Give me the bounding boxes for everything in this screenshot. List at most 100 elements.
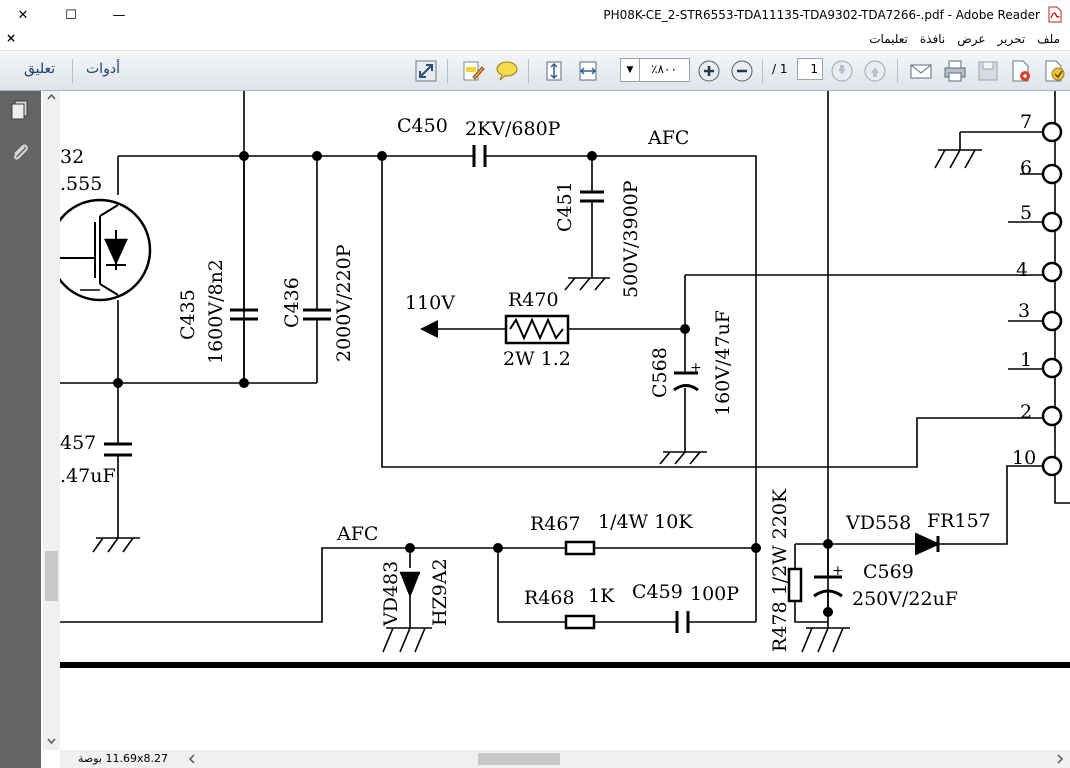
navigation-pane <box>0 91 41 768</box>
scroll-left-chevron-left-icon[interactable] <box>188 754 196 764</box>
label-r468: R468 <box>524 587 575 609</box>
scroll-down-chevron-down-icon[interactable] <box>47 737 56 745</box>
label-plus-c569: + <box>832 563 844 579</box>
border-line <box>60 662 1070 668</box>
junction-dots <box>113 151 833 617</box>
vertical-scrollbar[interactable] <box>43 91 60 750</box>
label-c569-value: 250V/22uF <box>852 588 958 610</box>
sticky-note-icon[interactable] <box>495 59 519 83</box>
label-c457-value-partial: .47uF <box>60 465 116 487</box>
label-r470-value: 2W 1.2 <box>503 348 571 370</box>
create-pdf-icon[interactable] <box>1009 59 1033 83</box>
label-r468-value: 1K <box>588 585 615 607</box>
maximize-window-button[interactable]: ☐ <box>48 0 94 30</box>
scroll-right-chevron-right-icon[interactable] <box>1056 754 1064 764</box>
pin-label-2: 2 <box>1020 401 1032 423</box>
menu-file[interactable]: ملف <box>1037 32 1060 46</box>
toolbar: تعليق أدوات <box>0 51 1070 91</box>
maximize-icon: ☐ <box>65 7 77 23</box>
label-plus-c568: + <box>690 360 702 376</box>
menu-window[interactable]: نافذة <box>919 32 946 46</box>
ground-symbols <box>92 149 982 653</box>
close-window-button[interactable]: ✕ <box>0 0 46 30</box>
save-icon[interactable] <box>976 59 1000 83</box>
pin-label-10: 10 <box>1012 447 1036 469</box>
label-c435: C435 <box>177 289 199 340</box>
sign-document-icon[interactable] <box>1042 59 1066 83</box>
arrow-left-icon <box>420 320 438 338</box>
label-c436: C436 <box>281 277 303 328</box>
fit-width-icon[interactable] <box>576 59 600 83</box>
menu-help[interactable]: تعليمات <box>869 32 908 46</box>
print-icon[interactable] <box>943 59 967 83</box>
zoom-in-icon[interactable] <box>697 59 721 83</box>
zoom-dropdown-chevron-down-icon[interactable]: ▼ <box>621 59 640 81</box>
label-vd483: VD483 <box>380 561 402 627</box>
zoom-out-icon[interactable] <box>730 59 754 83</box>
label-c451-value: 500V/3900P <box>620 180 642 298</box>
electrolytic-plates <box>673 384 843 598</box>
page-total: / 1 <box>772 62 788 76</box>
next-page-icon[interactable] <box>830 59 854 83</box>
toolbar-divider <box>762 59 763 83</box>
schematic-wires <box>60 91 1070 628</box>
title-bar: ✕ ☐ — PH08K-CE_2-STR6553-TDA11135-TDA930… <box>0 0 1070 30</box>
label-110v: 110V <box>405 292 455 314</box>
toolbar-divider <box>72 59 73 83</box>
page-number-input[interactable]: 1 <box>797 58 823 80</box>
circuit-schematic: C450 2KV/680P AFC C451 500V/3900P C435 1… <box>60 91 1070 668</box>
pdf-file-icon <box>1048 6 1062 23</box>
label-vd558: VD558 <box>845 512 911 534</box>
pages-icon[interactable] <box>9 99 31 121</box>
email-icon[interactable] <box>909 59 933 83</box>
comment-tab[interactable]: تعليق <box>24 61 56 77</box>
label-c568-value: 160V/47uF <box>712 310 734 416</box>
connector-pins <box>1041 121 1063 477</box>
highlight-icon[interactable] <box>461 59 485 83</box>
window-title: PH08K-CE_2-STR6553-TDA11135-TDA9302-TDA7… <box>603 8 1040 22</box>
resistors <box>504 314 803 630</box>
tools-tab[interactable]: أدوات <box>86 61 120 77</box>
horizontal-scrollbar[interactable] <box>60 750 1070 768</box>
attachments-paperclip-icon[interactable] <box>9 141 31 163</box>
pin-label-7: 7 <box>1020 111 1032 133</box>
zoom-value: ٨٠٠٪ <box>651 62 677 76</box>
label-c451: C451 <box>554 181 576 232</box>
horizontal-scroll-thumb[interactable] <box>478 753 560 765</box>
transistor-symbol <box>60 198 152 302</box>
toolbar-divider <box>528 59 529 83</box>
menu-view[interactable]: عرض <box>957 32 986 46</box>
pin-label-5: 5 <box>1020 202 1032 224</box>
capacitor-plates <box>104 145 842 633</box>
label-afc-top: AFC <box>647 127 689 149</box>
pin-label-1: 1 <box>1020 349 1032 371</box>
close-icon: ✕ <box>17 7 29 23</box>
document-page[interactable]: C450 2KV/680P AFC C451 500V/3900P C435 1… <box>60 91 1070 750</box>
label-hz9a2: HZ9A2 <box>429 558 451 626</box>
minimize-window-button[interactable]: — <box>96 0 142 30</box>
vertical-scroll-thumb[interactable] <box>45 551 58 601</box>
minimize-icon: — <box>112 7 126 23</box>
scroll-up-chevron-up-icon[interactable] <box>47 93 56 101</box>
close-document-button[interactable]: × <box>6 31 17 45</box>
label-r467: R467 <box>530 513 581 535</box>
diodes <box>400 532 941 598</box>
label-transistor-partial-2: .555 <box>60 173 102 195</box>
menu-items: ملف تحرير عرض نافذة تعليمات <box>869 32 1060 46</box>
pin-label-3: 3 <box>1018 300 1030 322</box>
label-c459: C459 <box>632 581 683 603</box>
zoom-level-field[interactable]: ▼ ٨٠٠٪ <box>620 58 690 82</box>
label-r478: R478 1/2W 220K <box>769 488 791 652</box>
fit-page-icon[interactable] <box>542 59 566 83</box>
menu-edit[interactable]: تحرير <box>997 32 1026 46</box>
full-screen-icon[interactable] <box>414 59 438 83</box>
menu-bar: × ملف تحرير عرض نافذة تعليمات <box>0 30 1070 51</box>
previous-page-icon[interactable] <box>863 59 887 83</box>
label-c459-value: 100P <box>690 583 739 605</box>
label-c435-value: 1600V/8n2 <box>205 259 227 364</box>
pin-label-6: 6 <box>1020 157 1032 179</box>
label-c569: C569 <box>863 561 914 583</box>
label-c436-value: 2000V/220P <box>333 244 355 362</box>
label-c450: C450 <box>397 115 448 137</box>
label-transistor-partial-1: 32 <box>60 146 84 168</box>
